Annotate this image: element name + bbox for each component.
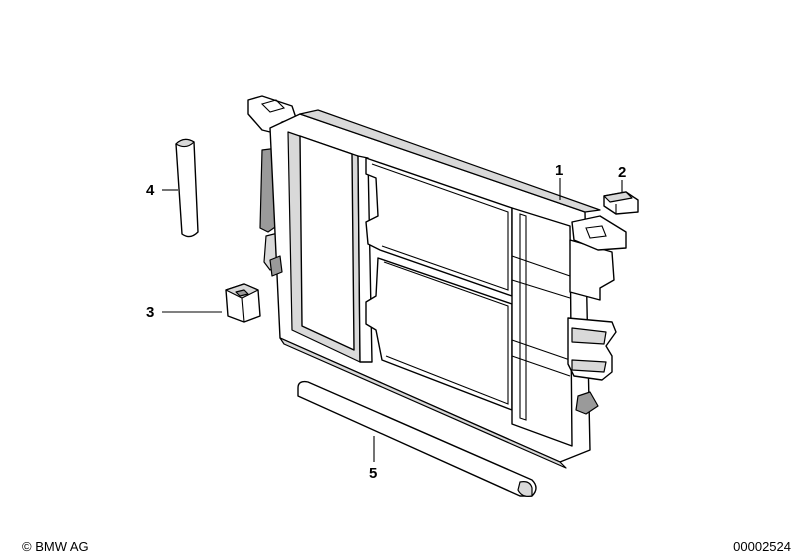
diagram-id: 00002524	[733, 539, 791, 554]
side-seal[interactable]	[175, 138, 199, 238]
callout-3: 3	[146, 304, 154, 321]
callout-2: 2	[618, 164, 626, 181]
clip[interactable]	[603, 191, 639, 215]
copyright-text: © BMW AG	[22, 539, 89, 554]
radiator-frame[interactable]	[247, 95, 627, 469]
callout-4: 4	[146, 182, 155, 199]
rubber-mount[interactable]	[225, 283, 261, 323]
bottom-seal[interactable]	[297, 380, 537, 497]
callout-1: 1	[555, 162, 563, 179]
callout-5: 5	[369, 465, 377, 482]
